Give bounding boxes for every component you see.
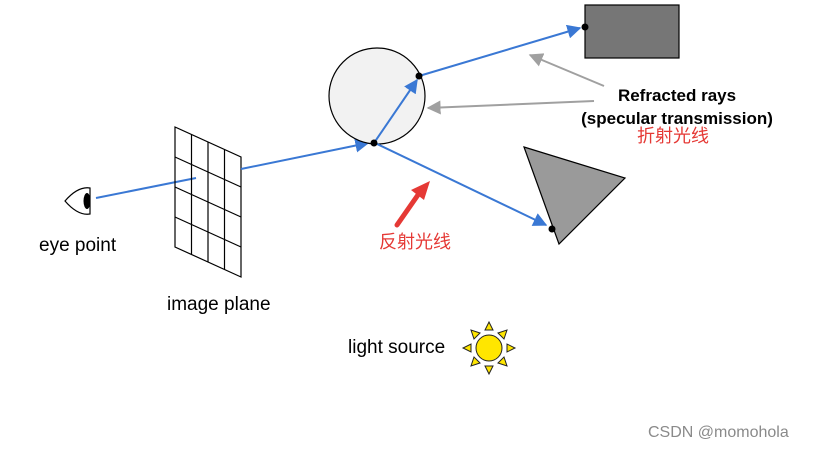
eye-icon — [64, 187, 91, 215]
camera-ray — [240, 138, 370, 170]
annotation-arrow — [426, 100, 595, 115]
reflection-cn-label: 反射光线 — [379, 232, 451, 252]
sun-icon — [461, 320, 517, 376]
refracted-ray-inside-sphere — [373, 78, 418, 144]
triangle-object — [523, 146, 627, 246]
refracted-ray-to-rectangle — [418, 24, 582, 77]
refracted-rays-label: Refracted rays (specular transmission) — [574, 84, 780, 130]
light-source-label: light source — [348, 337, 446, 358]
hit-point-dot — [370, 139, 378, 147]
watermark: CSDN @momohola — [648, 424, 789, 441]
annotation-arrow — [528, 53, 605, 87]
hit-point-dot — [548, 225, 556, 233]
primary-ray — [95, 177, 197, 199]
image-plane-grid — [174, 126, 242, 278]
reflected-ray-to-triangle — [374, 142, 548, 226]
eye-point-label: eye point — [39, 235, 117, 256]
hit-point-dot — [415, 72, 423, 80]
refracted-rays-title: Refracted rays — [617, 86, 737, 105]
refraction-cn-label: 折射光线 — [637, 126, 709, 146]
reflection-annotation-arrow — [394, 181, 430, 228]
image-plane-label: image plane — [167, 294, 271, 315]
hit-point-dot — [581, 23, 589, 31]
refracted-rays-subtitle: (specular transmission) — [581, 109, 773, 128]
sphere — [328, 47, 426, 145]
rectangle-object — [584, 4, 680, 59]
